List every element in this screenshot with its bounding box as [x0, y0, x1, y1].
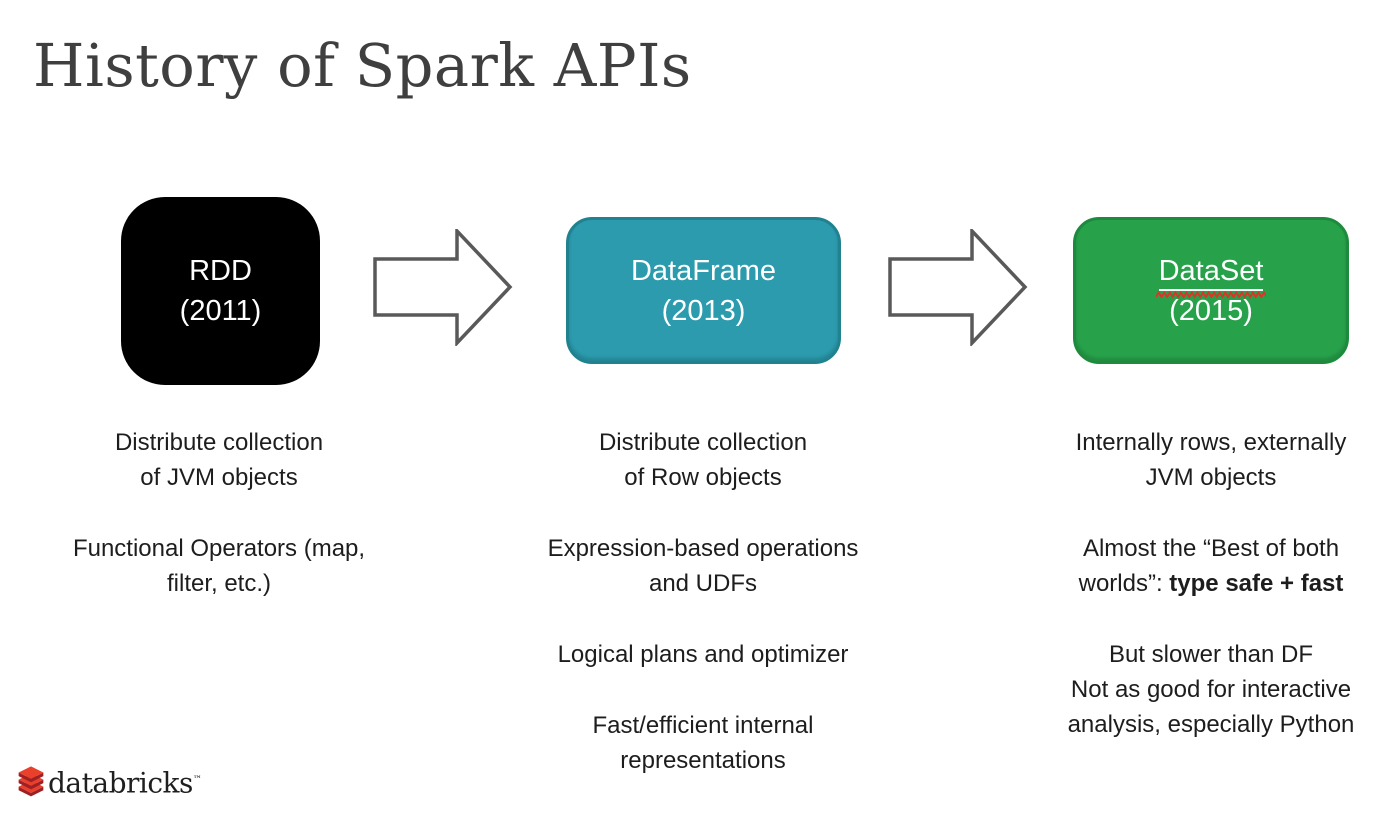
dataset-label: DataSet	[1158, 254, 1264, 287]
dataset-note-2: Almost the “Best of both worlds”: type s…	[1021, 531, 1400, 601]
node-rdd-year: (2011)	[179, 295, 262, 327]
arrow-right-shape	[888, 229, 1028, 346]
node-dataframe-name: DataFrame	[630, 254, 777, 287]
dataset-underlined-text: DataSet	[1155, 254, 1267, 299]
arrow-right-icon	[373, 229, 513, 346]
dataset-notes-column: Internally rows, externally JVM objects …	[1021, 425, 1400, 778]
databricks-wordmark: databricks™	[48, 765, 202, 798]
trademark-symbol: ™	[192, 774, 202, 785]
dataset-note-2-prefix: Almost the “Best of both worlds”:	[1078, 535, 1340, 597]
dataset-note-1: Internally rows, externally JVM objects	[1075, 429, 1347, 491]
slide-title: History of Spark APIs	[33, 31, 692, 100]
dataframe-note-2: Expression-based operations and UDFs	[547, 535, 859, 597]
dataframe-note-3: Logical plans and optimizer	[557, 641, 849, 668]
node-rdd: RDD (2011)	[121, 197, 320, 385]
databricks-bricks-icon	[18, 766, 44, 797]
arrow-right-icon	[888, 229, 1028, 346]
brand-text: databricks	[48, 766, 193, 799]
arrow-right-shape	[373, 229, 513, 346]
dataframe-note-4: Fast/efficient internal representations	[592, 712, 814, 774]
dataset-note-2-emphasis: type safe + fast	[1169, 570, 1344, 597]
rdd-note-2: Functional Operators (map, filter, etc.)	[72, 535, 366, 597]
dataset-note-3: But slower than DF Not as good for inter…	[1067, 641, 1355, 738]
dataframe-note-1: Distribute collection of Row objects	[598, 429, 808, 491]
spellcheck-squiggle-icon	[1155, 290, 1267, 299]
databricks-logo: databricks™	[16, 762, 202, 799]
rdd-notes-column: Distribute collection of JVM objects Fun…	[29, 425, 409, 637]
node-dataframe: DataFrame (2013)	[566, 217, 841, 364]
node-dataset-year: (2015)	[1169, 294, 1253, 327]
dataframe-notes-column: Distribute collection of Row objects Exp…	[513, 425, 893, 813]
node-rdd-name: RDD	[189, 255, 252, 287]
rdd-note-1: Distribute collection of JVM objects	[114, 429, 324, 491]
node-dataset-name: DataSet	[1155, 251, 1267, 299]
node-dataset: DataSet (2015)	[1073, 217, 1349, 364]
node-dataframe-year: (2013)	[661, 294, 746, 327]
